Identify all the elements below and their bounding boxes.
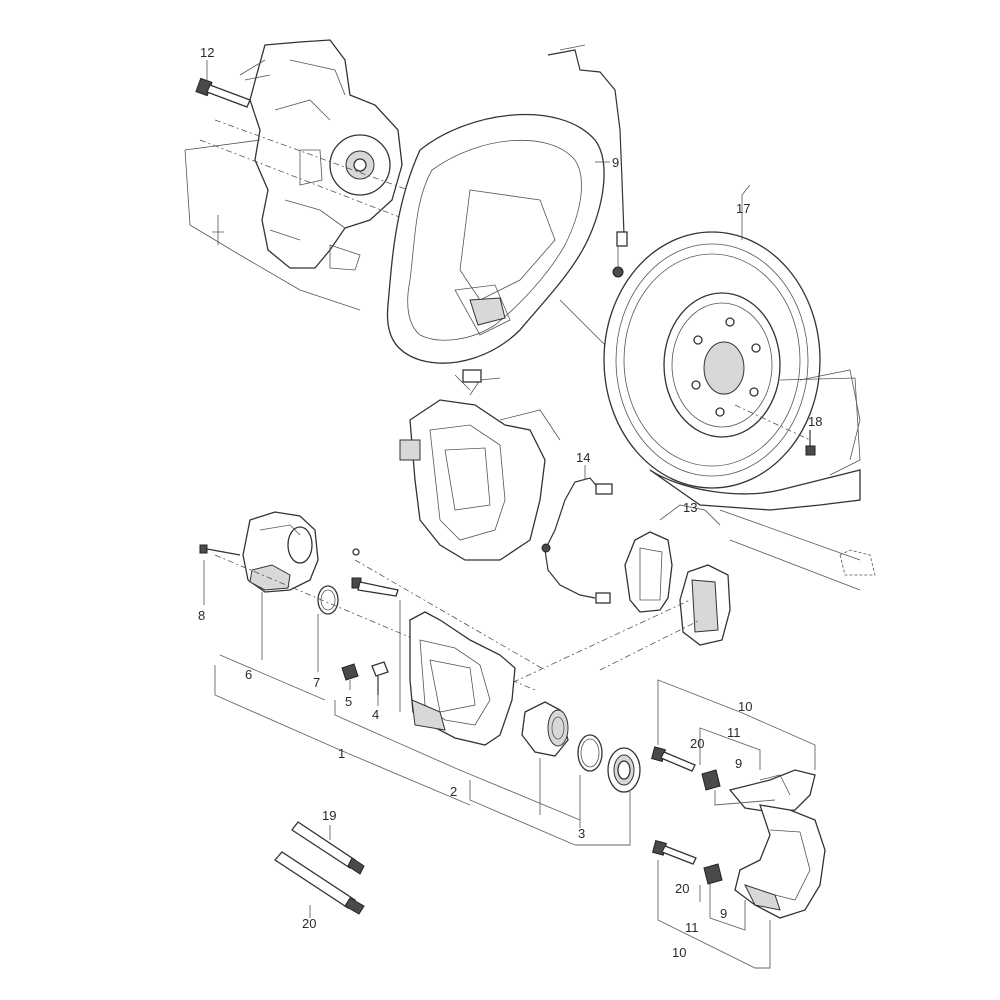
callout-8: 8 bbox=[198, 608, 205, 623]
piston-seal bbox=[577, 734, 603, 772]
screw-18 bbox=[805, 430, 816, 456]
callout-20a: 20 bbox=[690, 736, 704, 751]
callout-3: 3 bbox=[578, 826, 585, 841]
callout-20b: 20 bbox=[302, 916, 316, 931]
callout-9b: 9 bbox=[735, 756, 742, 771]
abs-sensor-upper bbox=[547, 44, 628, 278]
dust-boot bbox=[607, 747, 641, 793]
piston-3 bbox=[521, 701, 569, 757]
grease-tube-20 bbox=[274, 851, 365, 915]
brake-pad-inner bbox=[679, 564, 731, 646]
caliper-carrier-upper bbox=[728, 769, 816, 813]
caliper-carrier-lower bbox=[734, 804, 826, 919]
callout-4: 4 bbox=[372, 707, 379, 722]
callout-12: 12 bbox=[200, 45, 214, 60]
guide-bolt-upper bbox=[651, 746, 696, 772]
callout-7: 7 bbox=[313, 675, 320, 690]
callout-17: 17 bbox=[736, 201, 750, 216]
dust-shield bbox=[386, 113, 605, 364]
grease-tube-19 bbox=[291, 821, 365, 875]
caliper-motor-6 bbox=[242, 511, 319, 593]
callout-13: 13 bbox=[683, 500, 697, 515]
steering-knuckle bbox=[239, 39, 403, 271]
bolt-12 bbox=[195, 77, 251, 108]
wear-sensor-14 bbox=[541, 477, 613, 604]
brake-disc bbox=[603, 231, 861, 511]
callout-18: 18 bbox=[808, 414, 822, 429]
callout-19: 19 bbox=[322, 808, 336, 823]
callout-10b: 10 bbox=[672, 945, 686, 960]
callout-9c: 9 bbox=[720, 906, 727, 921]
bleed-valve-4 bbox=[371, 661, 389, 695]
callout-10a: 10 bbox=[738, 699, 752, 714]
callout-2: 2 bbox=[450, 784, 457, 799]
caliper-housing-2 bbox=[409, 611, 516, 746]
callout-11a: 11 bbox=[727, 725, 741, 740]
bolt-8 bbox=[199, 544, 241, 556]
brake-pad-outer bbox=[624, 531, 673, 613]
callout-11b: 11 bbox=[685, 920, 699, 935]
bolt-caliper-top bbox=[351, 548, 399, 597]
callout-6: 6 bbox=[245, 667, 252, 682]
callout-1: 1 bbox=[338, 746, 345, 761]
guide-bolt-lower bbox=[652, 840, 697, 865]
callout-20c: 20 bbox=[675, 881, 689, 896]
bushing-lower bbox=[703, 863, 723, 885]
bleed-valve-cap-5 bbox=[341, 663, 359, 681]
bushing-upper bbox=[701, 769, 721, 791]
callout-5: 5 bbox=[345, 694, 352, 709]
callout-9a: 9 bbox=[612, 155, 619, 170]
callout-14: 14 bbox=[576, 450, 590, 465]
brake-caliper-assembled bbox=[399, 377, 561, 561]
leader-lines bbox=[214, 592, 816, 969]
